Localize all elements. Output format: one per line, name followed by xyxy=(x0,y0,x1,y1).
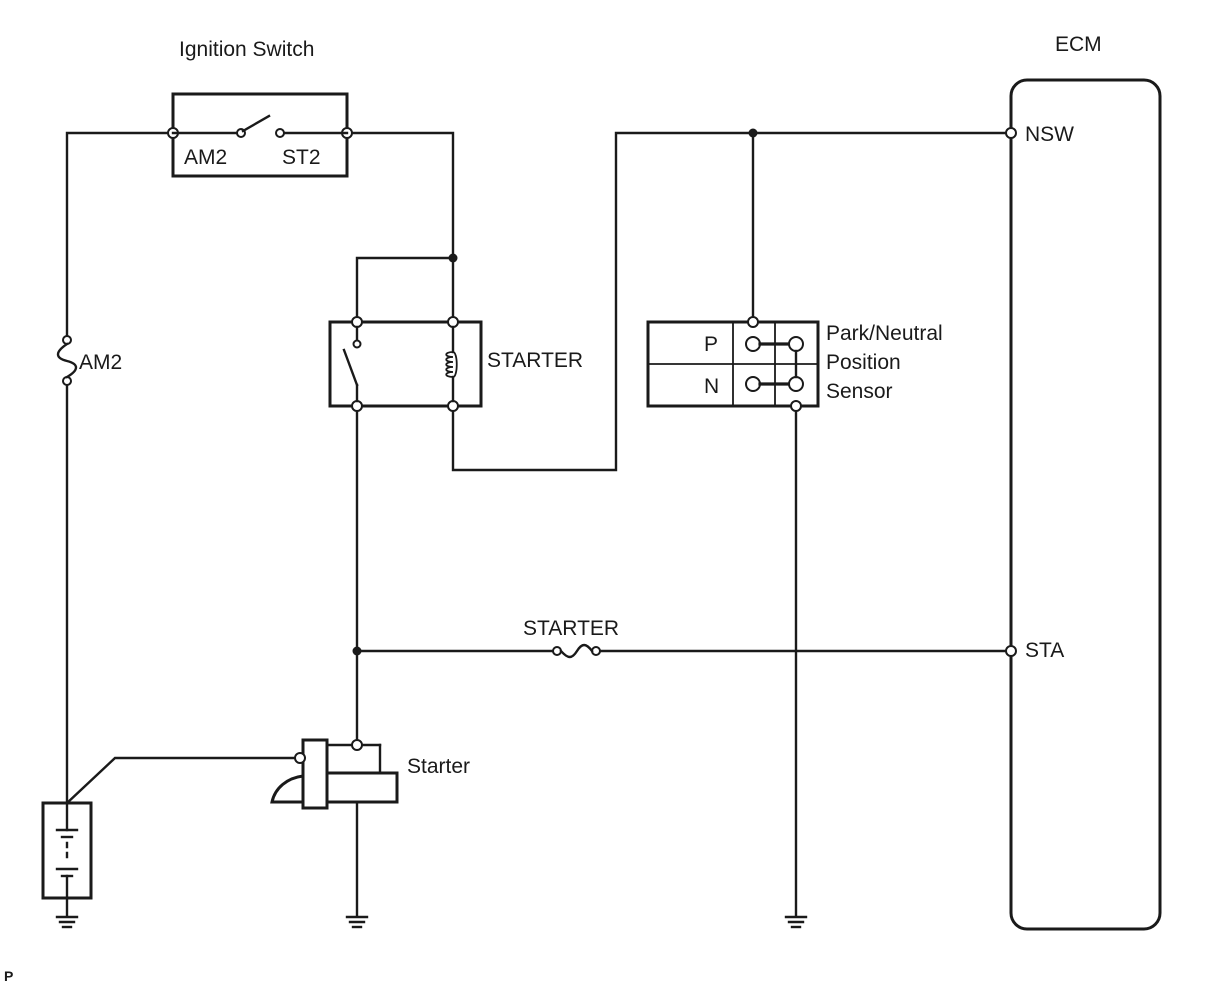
am2-fuse-label: AM2 xyxy=(79,351,122,374)
ecm-sta-label: STA xyxy=(1025,639,1064,662)
starter-s-terminal xyxy=(351,739,363,751)
starter-motor-label: Starter xyxy=(407,755,470,778)
ground-icon xyxy=(345,915,369,929)
pn-sensor-terminal xyxy=(747,316,759,328)
pn-sensor-terminal xyxy=(790,400,802,412)
ecm-body xyxy=(1009,78,1162,931)
corner-mark: P xyxy=(4,968,13,984)
ignition-st2-label: ST2 xyxy=(282,146,321,169)
wire-am2-fuse-to-ignition xyxy=(65,131,175,342)
wire-relay-top-bridge xyxy=(355,256,455,322)
relay-switch-blade xyxy=(342,348,359,387)
ignition-switch-title: Ignition Switch xyxy=(179,38,314,61)
pn-row-n-label: N xyxy=(704,375,719,398)
starter-motor-body xyxy=(301,738,329,810)
relay-switch-contact xyxy=(352,339,362,349)
ecm: ECM NSW STA xyxy=(1005,33,1162,931)
ignition-switch: Ignition Switch AM2 ST2 xyxy=(167,38,353,178)
fuse-element xyxy=(559,643,594,659)
junction-dot xyxy=(352,646,362,656)
fuse-element xyxy=(56,342,78,379)
pn-p-contact xyxy=(788,336,804,352)
ignition-contact xyxy=(275,128,285,138)
wire-battery-to-starter-b xyxy=(65,756,302,805)
relay-terminal xyxy=(447,400,459,412)
starter-motor-pinion xyxy=(270,774,304,804)
ecm-nsw-terminal xyxy=(1005,127,1017,139)
starter-relay-label: STARTER xyxy=(487,349,583,372)
relay-terminal xyxy=(351,400,363,412)
pn-sensor-label-line2: Position xyxy=(826,351,901,374)
starter-motor: Starter xyxy=(270,738,470,810)
pn-sensor-label-line1: Park/Neutral xyxy=(826,322,943,345)
ignition-switch-lever xyxy=(241,114,271,133)
wire-st2-to-relay xyxy=(345,131,455,322)
starter-relay: STARTER xyxy=(328,316,583,412)
pn-sensor: P N Park/Neutral Position Sensor xyxy=(646,316,943,412)
pn-n-contact xyxy=(788,376,804,392)
junction-dot xyxy=(748,128,758,138)
ignition-am2-label: AM2 xyxy=(184,146,227,169)
starter-motor-housing xyxy=(325,771,399,804)
starter-b-terminal xyxy=(294,752,306,764)
ecm-title: ECM xyxy=(1055,33,1102,56)
pn-sensor-label-line3: Sensor xyxy=(826,380,893,403)
relay-terminal xyxy=(351,316,363,328)
am2-fuse: AM2 xyxy=(56,335,122,386)
pn-row-p-label: P xyxy=(704,333,718,356)
pn-n-contact xyxy=(745,376,761,392)
pn-p-contact xyxy=(745,336,761,352)
ecm-nsw-label: NSW xyxy=(1025,123,1074,146)
battery xyxy=(41,801,93,917)
starter-relay-body xyxy=(328,320,483,408)
starter-fuse-label: STARTER xyxy=(523,617,619,640)
ground-icon xyxy=(784,915,808,929)
relay-terminal xyxy=(447,316,459,328)
wires xyxy=(65,131,1013,917)
starter-fuse: STARTER xyxy=(523,617,619,659)
ground-icon xyxy=(55,915,79,929)
ecm-sta-terminal xyxy=(1005,645,1017,657)
relay-coil xyxy=(445,351,458,378)
wire-relay-coil-to-nsw xyxy=(451,131,1013,472)
junction-dot xyxy=(448,253,458,263)
